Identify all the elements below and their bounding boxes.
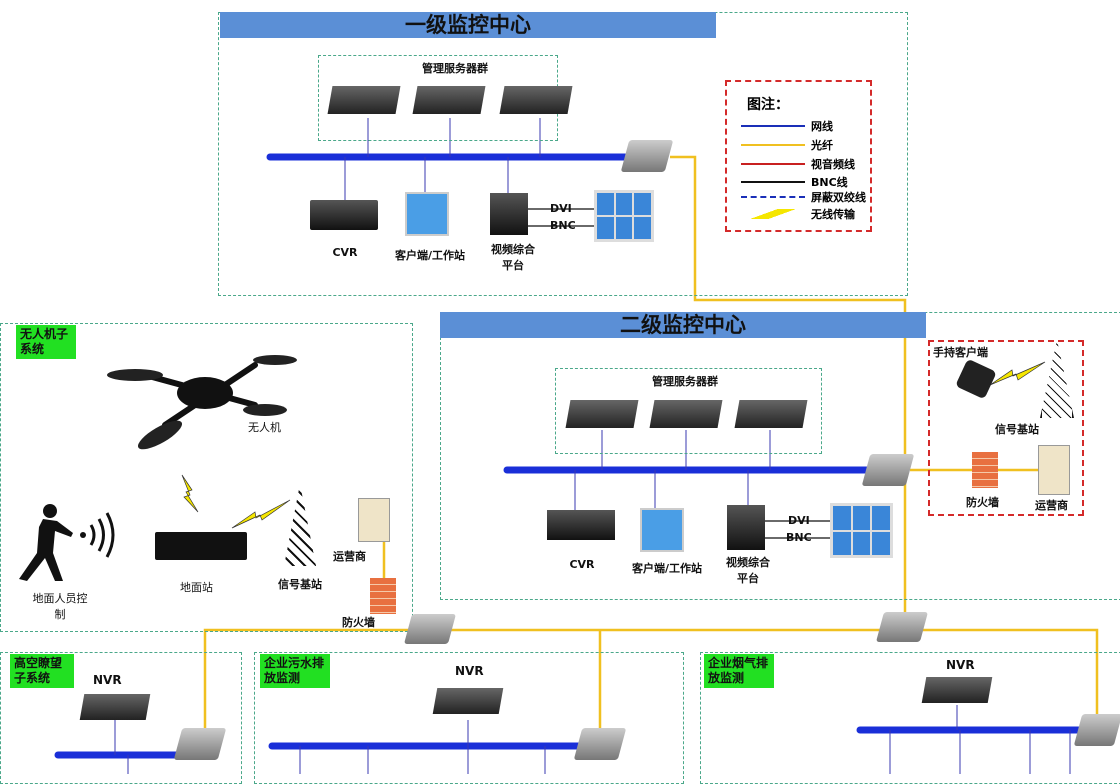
sub2-nvr-label: NVR [455, 664, 484, 678]
level2-server-group-label: 管理服务器群 [652, 375, 718, 388]
level2-client-label: 客户端/工作站 [631, 562, 703, 575]
switch-icon [173, 728, 227, 760]
handheld-firewall-label: 防火墙 [966, 496, 999, 509]
workstation-icon [640, 508, 684, 552]
handheld-client-label: 手持客户端 [933, 346, 988, 359]
bnc-label: BNC [786, 531, 812, 544]
uav-subsystem [0, 323, 413, 632]
ground-station-icon [155, 532, 247, 560]
level1-cvr-label: CVR [332, 246, 358, 259]
dvi-label: DVI [788, 514, 810, 527]
level1-server-group-label: 管理服务器群 [422, 62, 488, 75]
legend-item: BNC线 [741, 174, 848, 190]
uav-firewall-label: 防火墙 [342, 616, 375, 629]
firewall-icon [370, 578, 396, 614]
legend-item: 光纤 [741, 137, 833, 153]
nvr-icon [79, 694, 151, 720]
sub2-label: 企业污水排放监测 [260, 654, 330, 688]
switch-icon [403, 614, 457, 644]
server-icon [499, 86, 573, 114]
level2-title: 二级监控中心 [440, 312, 926, 338]
switch-icon [573, 728, 627, 760]
ground-operator-label: 地面人员控制 [32, 592, 88, 621]
video-platform-icon [490, 193, 528, 235]
fiber-line-l1-l2 [670, 155, 907, 628]
sub1-nvr-label: NVR [93, 673, 122, 687]
level1-title: 一级监控中心 [220, 12, 716, 38]
legend-item: 无线传输 [741, 206, 855, 222]
wireless-icon [231, 499, 291, 529]
dvi-label: DVI [550, 202, 572, 215]
operator-server-icon [1038, 445, 1070, 495]
legend-item: 网线 [741, 118, 833, 134]
uav-operator-label: 运营商 [333, 550, 366, 563]
server-icon [565, 400, 639, 428]
uav-tower-label: 信号基站 [278, 578, 322, 591]
firewall-icon [972, 452, 998, 488]
level2-server-group [555, 368, 822, 454]
uav-subsystem-label: 无人机子系统 [16, 325, 76, 359]
server-icon [734, 400, 808, 428]
wireless-icon [989, 361, 1046, 386]
level1-platform-label: 视频综合平台 [491, 243, 535, 272]
drone-label: 无人机 [248, 421, 281, 434]
cvr-icon [547, 510, 615, 540]
level1-client-label: 客户端/工作站 [394, 249, 466, 262]
level2-cvr-label: CVR [569, 558, 595, 571]
switch-icon [875, 612, 929, 642]
legend: 图注： 网线 光纤 视音频线 BNC线 屏蔽双绞线 无线传输 [725, 80, 872, 232]
server-icon [327, 86, 401, 114]
bnc-label: BNC [550, 219, 576, 232]
legend-item: 屏蔽双绞线 [741, 189, 866, 205]
video-platform-icon [727, 505, 765, 550]
video-wall-icon [830, 503, 893, 558]
nvr-icon [432, 688, 504, 714]
ground-station-label: 地面站 [180, 581, 213, 594]
switch-icon [620, 140, 674, 172]
workstation-icon [405, 192, 449, 236]
handheld-tower-label: 信号基站 [995, 423, 1039, 436]
sub3-nvr-label: NVR [946, 658, 975, 672]
sub3-label: 企业烟气排放监测 [704, 654, 774, 688]
server-icon [412, 86, 486, 114]
operator-server-icon [358, 498, 390, 542]
handheld-operator-label: 运营商 [1035, 499, 1068, 512]
ground-operator-icon [19, 504, 115, 581]
level2-platform-label: 视频综合平台 [726, 556, 770, 585]
video-wall-icon [594, 190, 654, 242]
wireless-icon [181, 474, 199, 513]
legend-title: 图注： [747, 97, 789, 113]
nvr-icon [921, 677, 993, 703]
sub1-label: 高空瞭望子系统 [10, 654, 74, 688]
handheld-client-zone [928, 340, 1084, 516]
switch-icon [861, 454, 915, 486]
server-icon [649, 400, 723, 428]
drone-icon [107, 355, 297, 450]
legend-item: 视音频线 [741, 156, 855, 172]
cvr-icon [310, 200, 378, 230]
switch-icon [1073, 714, 1120, 746]
